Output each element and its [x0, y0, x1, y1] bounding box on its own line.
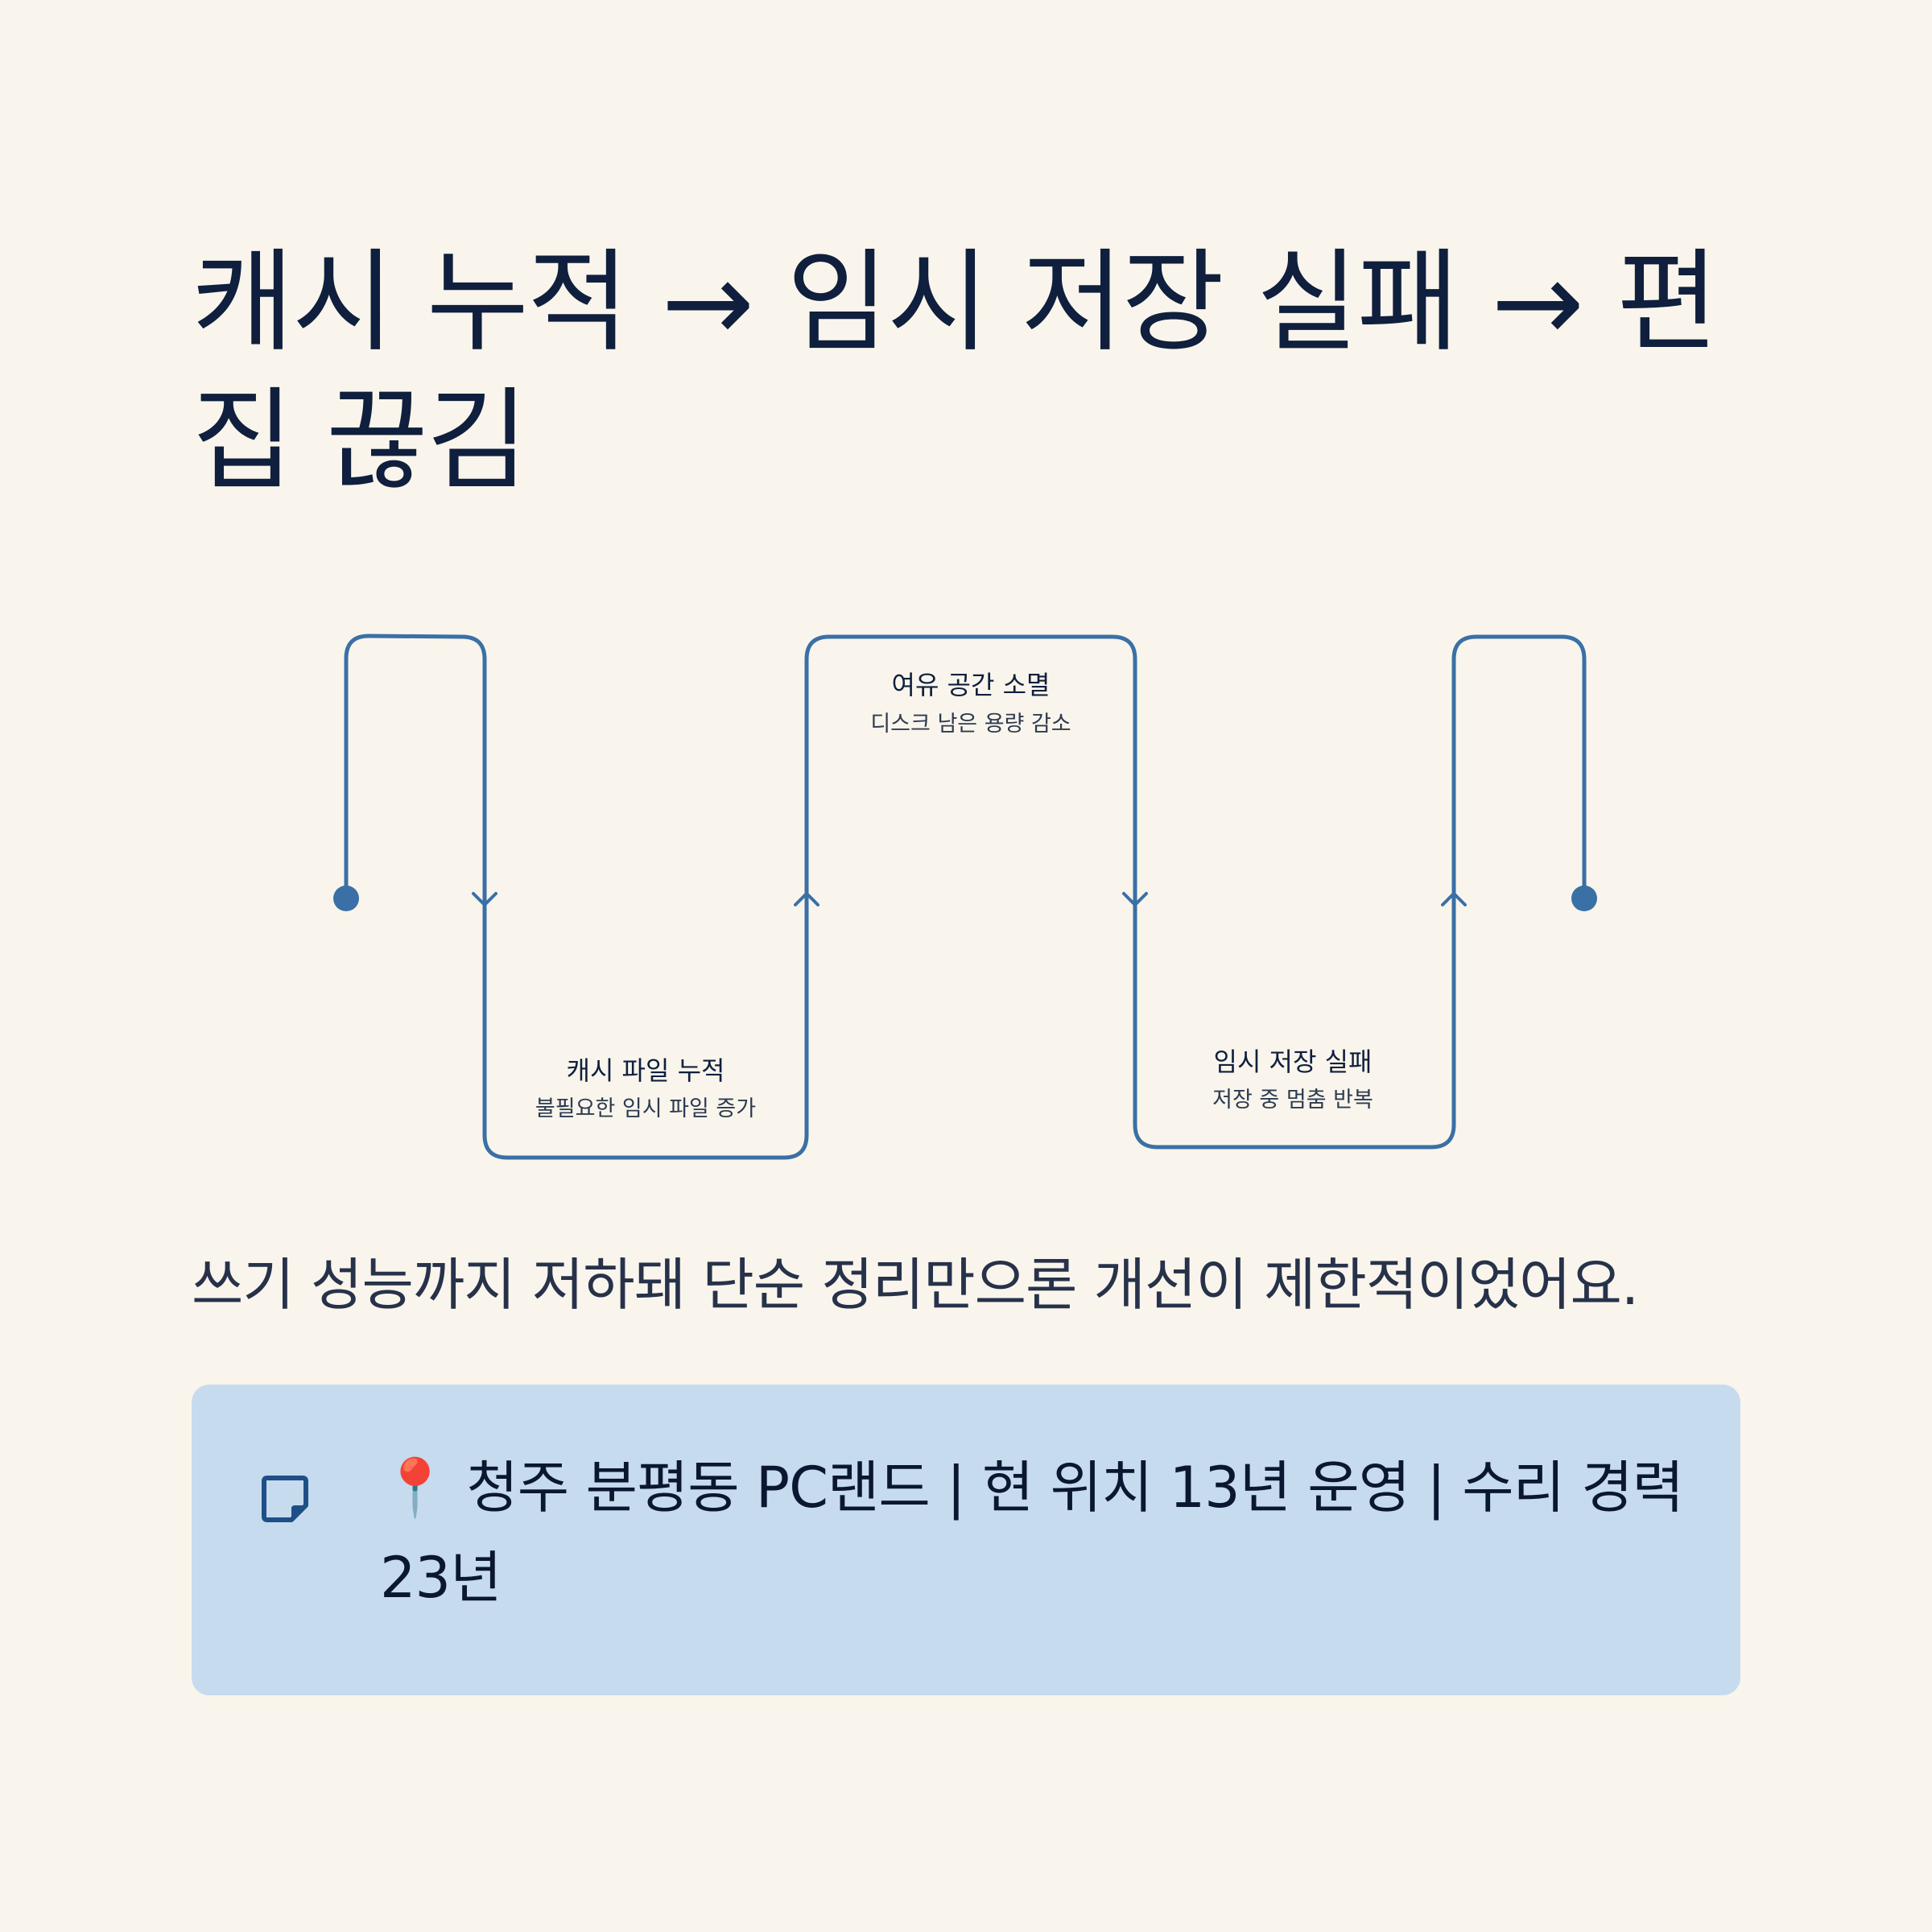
location-info-text: 📍 청주 분평동 PC랜드 | 현 위치 13년 운영 | 수리 경력 23년: [380, 1455, 1684, 1611]
arrow-down-icon: [472, 892, 497, 907]
end-dot: [1571, 886, 1597, 911]
step-1-title: 캐시 파일 누적: [567, 1055, 725, 1086]
step-3-title: 임시 저장 실패: [1214, 1046, 1373, 1077]
page-title: 캐시 누적 → 임시 저장 실패 → 편집 끊김: [192, 237, 1719, 506]
note-icon: [262, 1476, 308, 1522]
step-3-subtitle: 저장 중 멈춤 반복: [1212, 1088, 1373, 1113]
arrow-up-icon: [794, 891, 819, 906]
info-box: 📍 청주 분평동 PC랜드 | 현 위치 13년 운영 | 수리 경력 23년: [192, 1385, 1740, 1695]
flow-line: [344, 634, 1587, 1160]
start-dot: [333, 886, 359, 911]
step-2-subtitle: 디스크 남은 용량 감소: [870, 712, 1071, 737]
arrow-down-icon: [1122, 892, 1148, 907]
step-2-title: 여유 공간 소멸: [892, 670, 1051, 700]
step-1-subtitle: 불필요한 임시 파일 증가: [535, 1096, 756, 1121]
arrow-up-icon: [1441, 891, 1467, 906]
summary-text: 쓰기 성능까지 저하돼 단순 정리만으론 개선이 제한적이었어요.: [192, 1252, 1639, 1318]
